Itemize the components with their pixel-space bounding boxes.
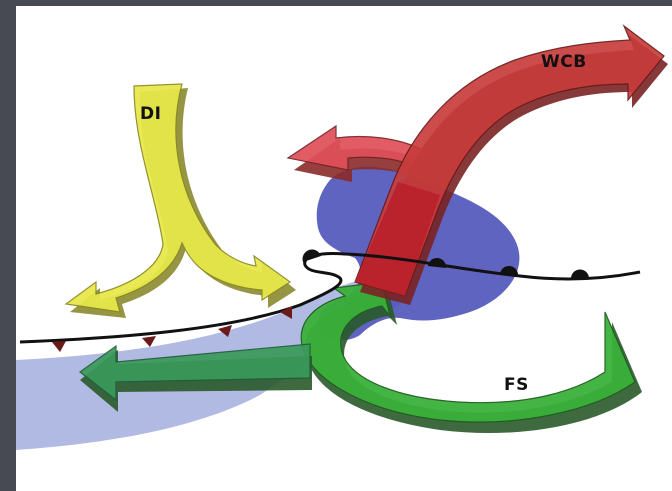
di-arrow xyxy=(64,83,292,313)
green-branch-arrow xyxy=(78,343,311,402)
fs-arrow xyxy=(300,281,636,423)
di-label: DI xyxy=(140,104,161,124)
warm-front-bump-4 xyxy=(570,269,589,279)
cold-front-triangle-2 xyxy=(142,336,156,347)
cold-front-triangle-3 xyxy=(218,325,232,337)
red-branch-arrow xyxy=(286,124,431,171)
front-line xyxy=(19,252,641,344)
fs-label: FS xyxy=(504,375,529,395)
warm-front-bump-2 xyxy=(428,257,447,268)
cold-front-triangle-4 xyxy=(280,306,292,319)
warm-front-bump-1 xyxy=(302,249,321,262)
wcb-label: WCB xyxy=(541,52,587,72)
warm-front-bump-3 xyxy=(500,265,519,276)
cold-front-triangle-1 xyxy=(52,341,66,352)
wcb-arrow-lower xyxy=(355,182,440,296)
